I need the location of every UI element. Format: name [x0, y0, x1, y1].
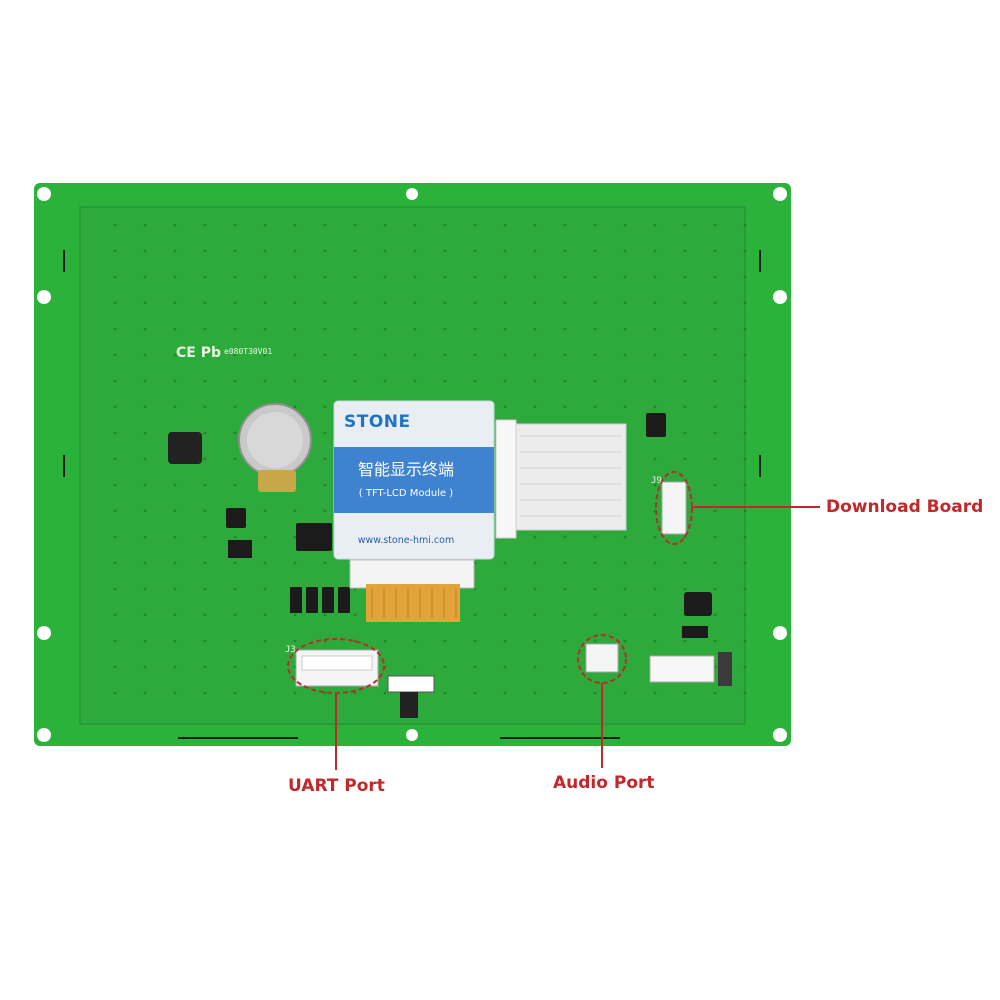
- inductor-component: [168, 432, 202, 464]
- mounting-holes: [37, 187, 787, 742]
- ribbon-cable-white: [495, 419, 627, 539]
- module-chinese-title: 智能显示终端: [357, 460, 454, 479]
- coin-cell-battery: [238, 403, 312, 492]
- audio-highlight-circle: [577, 634, 627, 684]
- ribbon-cable-gold: [366, 584, 460, 622]
- connector-label-j9: J9: [651, 476, 662, 486]
- board-model-number: e080T30V01: [224, 347, 273, 356]
- download-board-callout: Download Board: [826, 497, 984, 517]
- audio-connector: [585, 643, 619, 673]
- module-website: www.stone-hmi.com: [357, 535, 455, 546]
- audio-port-callout: Audio Port: [553, 773, 655, 793]
- connector-label-j3: J3: [285, 645, 296, 655]
- download-connector: [661, 481, 687, 535]
- certification-marks: CE Pb: [176, 345, 221, 361]
- uart-connector: [295, 649, 379, 687]
- stone-module-sticker: [333, 400, 495, 560]
- module-brand: STONE: [344, 412, 411, 432]
- module-subtitle: ( TFT-LCD Module ): [358, 488, 454, 499]
- fpc-connector: [349, 559, 475, 589]
- uart-port-callout: UART Port: [288, 776, 385, 796]
